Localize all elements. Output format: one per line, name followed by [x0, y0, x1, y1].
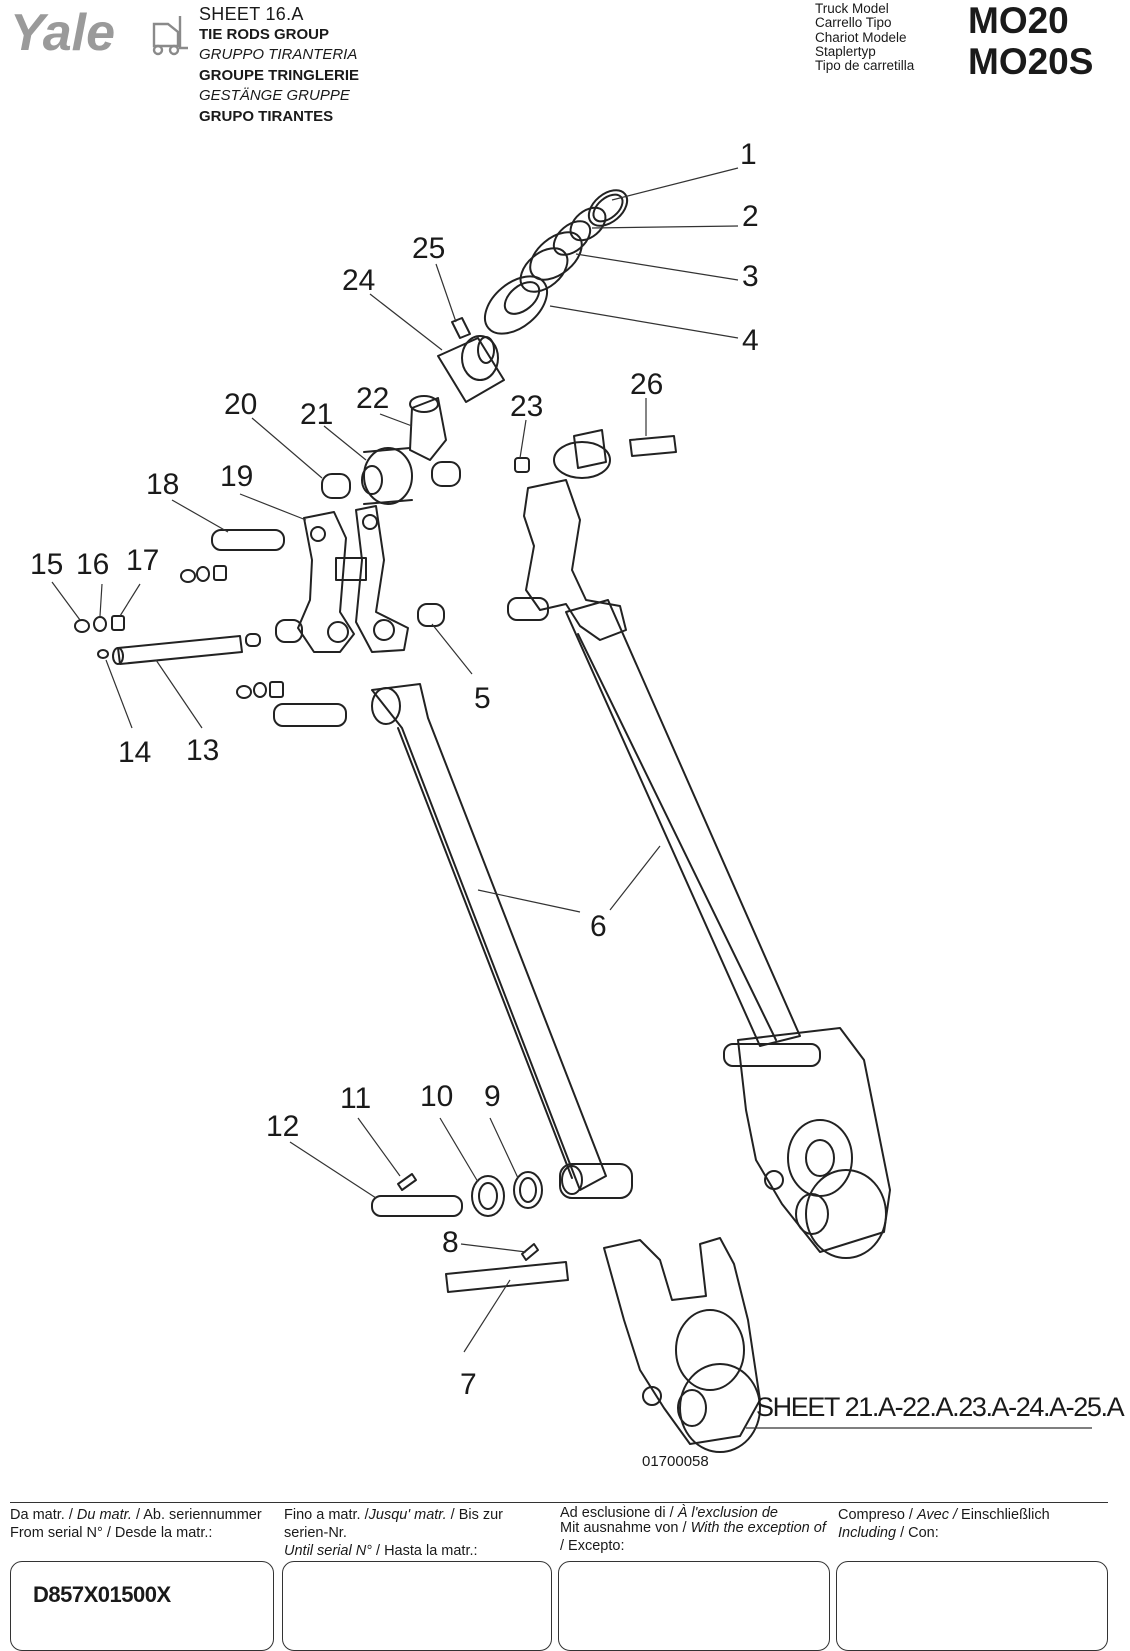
callout-10: 10	[420, 1080, 453, 1113]
callout-22: 22	[356, 382, 389, 415]
forklift-icon	[152, 16, 188, 56]
callout-numbers: 1 2 3 4 5 6 7 8 9 10 11 12 13 14 15 16 1…	[30, 138, 1126, 1470]
truck-model-label: Carrello Tipo	[815, 15, 892, 31]
label-text: With the exception of	[690, 1520, 826, 1536]
label-text: Fino a matr. /	[284, 1507, 369, 1523]
label-text: Ad esclusione di /	[560, 1505, 678, 1521]
model-code: MO20	[968, 0, 1069, 41]
callout-13: 13	[186, 734, 219, 767]
footer-from-serial-label: Da matr. / Du matr. / Ab. seriennummer F…	[10, 1506, 262, 1542]
label-text: serien-Nr.	[284, 1525, 347, 1541]
callout-16: 16	[76, 548, 109, 581]
footer-divider	[10, 1502, 1108, 1503]
callout-4: 4	[742, 324, 759, 357]
label-text: Einschließlich	[957, 1507, 1050, 1523]
callout-21: 21	[300, 398, 333, 431]
callout-3: 3	[742, 260, 759, 293]
model-code: MO20S	[968, 41, 1094, 82]
title-fr: GROUPE TRINGLERIE	[199, 66, 360, 84]
yale-logo: Yale	[8, 2, 188, 64]
sheet-number: SHEET 16.A	[199, 4, 304, 24]
callout-17: 17	[126, 544, 159, 577]
leader-lines	[51, 167, 1092, 1429]
from-serial-box: D857X01500X	[10, 1561, 274, 1651]
callout-15: 15	[30, 548, 63, 581]
callout-19: 19	[220, 460, 253, 493]
label-text: / Excepto:	[560, 1538, 625, 1554]
sheet-title-block: SHEET 16.A TIE RODS GROUP GRUPPO TIRANTE…	[199, 4, 359, 127]
callout-1: 1	[740, 138, 757, 171]
truck-model-label: Staplertyp	[815, 43, 876, 59]
including-box	[836, 1561, 1108, 1651]
logo-text: Yale	[10, 4, 115, 62]
callout-8: 8	[442, 1226, 459, 1259]
callout-14: 14	[118, 736, 151, 769]
label-text: Avec /	[916, 1507, 958, 1523]
callout-6: 6	[590, 910, 607, 943]
exclusion-box	[558, 1561, 830, 1651]
title-de: GESTÄNGE GRUPPE	[199, 87, 350, 104]
callout-20: 20	[224, 388, 257, 421]
truck-model-label: Truck Model	[815, 1, 889, 16]
until-serial-box	[282, 1561, 552, 1651]
label-text: / Con:	[896, 1525, 939, 1541]
label-text: À l'exclusion de	[677, 1505, 778, 1521]
callout-9: 9	[484, 1080, 501, 1113]
callout-24: 24	[342, 264, 375, 297]
callout-18: 18	[146, 468, 179, 501]
model-codes: MO20 MO20S	[968, 0, 1093, 82]
callout-2: 2	[742, 200, 759, 233]
title-en: TIE RODS GROUP	[199, 25, 330, 43]
footer-until-serial-label: Fino a matr. /Jusqu' matr. / Bis zur ser…	[284, 1506, 503, 1560]
truck-model-labels: Truck Model Carrello Tipo Chariot Modele…	[815, 1, 915, 74]
truck-model-label: Tipo de carretilla	[815, 58, 915, 74]
label-text: From serial N° / Desde la matr.:	[10, 1525, 213, 1541]
callout-12: 12	[266, 1110, 299, 1143]
label-text: Jusqu' matr.	[368, 1507, 447, 1523]
title-it: GRUPPO TIRANTERIA	[199, 46, 358, 63]
label-text: / Bis zur	[446, 1507, 504, 1523]
label-text: / Hasta la matr.:	[371, 1543, 478, 1559]
truck-model-label: Chariot Modele	[815, 29, 907, 45]
label-text: Da matr. /	[10, 1507, 77, 1523]
label-text: Mit ausnahme von /	[560, 1520, 691, 1536]
label-text: / Ab. seriennummer	[131, 1507, 262, 1523]
part-outlines	[74, 189, 891, 1453]
label-text: Until serial N°	[284, 1543, 372, 1559]
label-text: Including	[838, 1525, 897, 1541]
sheet-reference: SHEET 21.A-22.A.23.A-24.A-25.A	[756, 1392, 1125, 1422]
footer-exclusion-label: Ad esclusione di / À l'exclusion de Mit …	[560, 1506, 826, 1554]
callout-5: 5	[474, 682, 491, 715]
label-text: Compreso /	[838, 1507, 917, 1523]
callout-23: 23	[510, 390, 543, 423]
footer-including-label: Compreso / Avec / Einschließlich Includi…	[838, 1506, 1050, 1542]
callout-25: 25	[412, 232, 445, 265]
label-text: Du matr.	[76, 1507, 132, 1523]
from-serial-value: D857X01500X	[33, 1582, 171, 1607]
drawing-number: 01700058	[642, 1453, 709, 1470]
callout-11: 11	[340, 1082, 371, 1115]
exploded-parts-drawing: 1 2 3 4 5 6 7 8 9 10 11 12 13 14 15 16 1…	[30, 138, 1126, 1470]
title-es: GRUPO TIRANTES	[199, 107, 334, 125]
callout-7: 7	[460, 1368, 477, 1401]
callout-26: 26	[630, 368, 663, 401]
